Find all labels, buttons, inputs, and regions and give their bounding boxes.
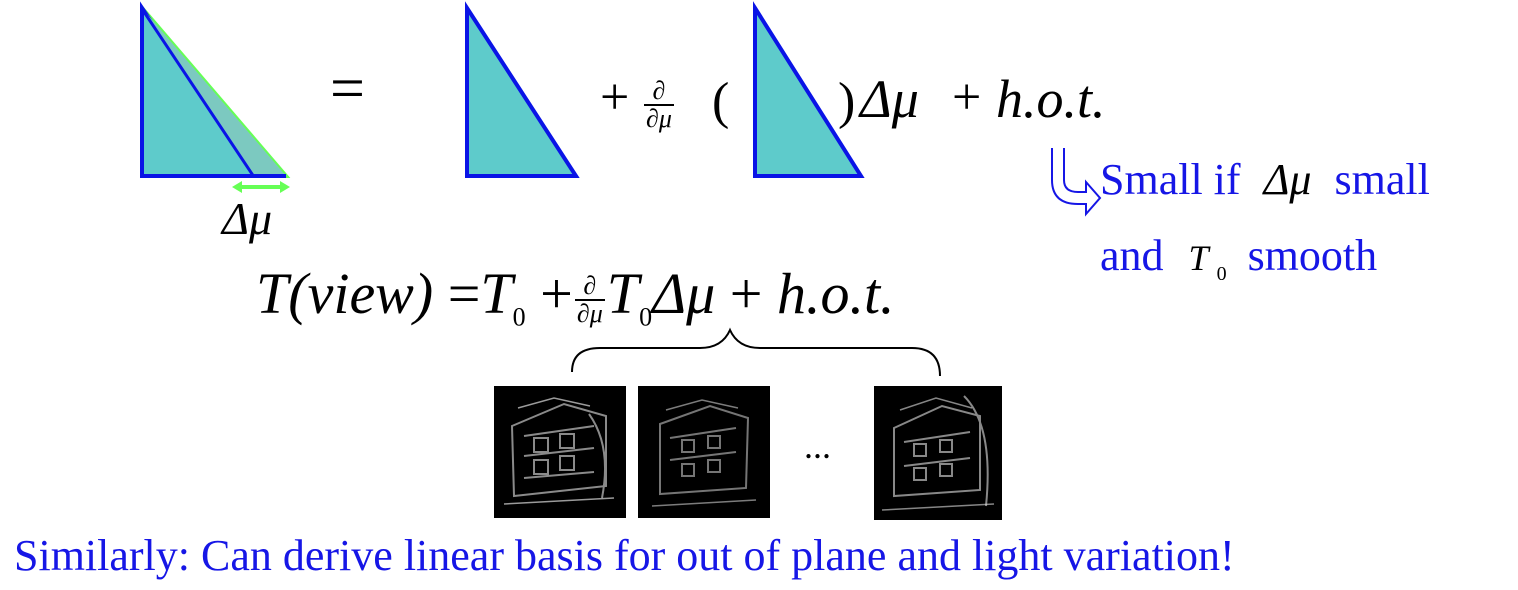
- template-triangle: [465, 1, 580, 178]
- brace-icon: [571, 327, 941, 377]
- eq2-lhs: T: [256, 261, 289, 326]
- note-and: and: [1100, 231, 1164, 280]
- note-line-1: Small if Δμ small: [1100, 156, 1430, 204]
- eq2-hot-plus: +: [729, 261, 763, 326]
- partial-denominator: ∂μ: [646, 104, 672, 133]
- close-paren-1: ): [838, 73, 856, 130]
- derivative-triangle: [753, 1, 865, 178]
- eq2-t0: T: [480, 261, 513, 326]
- eq2-t0b-sub: 0: [639, 302, 653, 332]
- note-delta-mu: Δμ: [1263, 155, 1312, 204]
- eq2-partial-den: ∂μ: [576, 298, 603, 328]
- partial-fraction-1: ∂ ∂μ: [644, 78, 674, 132]
- eq2-delta-mu: Δμ: [652, 261, 716, 326]
- equation-2: T(view) =T0 + ∂ ∂μ T0Δμ + h.o.t.: [256, 254, 895, 358]
- footer-text: Similarly: Can derive linear basis for o…: [14, 531, 1235, 580]
- basis-image-2: [638, 386, 770, 518]
- eq2-partial-num: ∂: [574, 272, 605, 301]
- equals-sign-1: =: [330, 55, 365, 123]
- eq2-plus: +: [540, 261, 573, 326]
- plus-sign-hot-1: +: [952, 69, 982, 126]
- eq2-t0b: T: [606, 261, 640, 326]
- note-prefix: Small if: [1100, 155, 1241, 204]
- note-smooth: smooth: [1247, 231, 1378, 280]
- delta-mu-1: Δμ: [860, 69, 919, 129]
- open-paren-1: (: [712, 73, 730, 130]
- shifted-triangle-pair: [140, 1, 291, 178]
- eq2-hot: h.o.t.: [776, 261, 895, 326]
- ellipsis: ...: [804, 426, 831, 466]
- shift-label: Δμ: [222, 193, 273, 244]
- curved-arrow-icon: [1051, 148, 1102, 217]
- double-arrow-icon: [232, 181, 290, 193]
- note-t-sub: 0: [1216, 263, 1227, 285]
- eq2-t0-sub: 0: [512, 302, 526, 332]
- eq2-equals: =: [447, 261, 481, 326]
- partial-numerator: ∂: [644, 78, 674, 106]
- note-suffix: small: [1334, 155, 1430, 204]
- hot-1: h.o.t.: [996, 69, 1106, 129]
- plus-sign-1: +: [600, 69, 630, 126]
- eq2-lhs-arg: (view): [288, 261, 434, 326]
- note-t: T: [1188, 238, 1209, 278]
- basis-image-3: [874, 386, 1002, 520]
- overlap-triangle: [142, 8, 286, 176]
- basis-image-1: [494, 386, 626, 518]
